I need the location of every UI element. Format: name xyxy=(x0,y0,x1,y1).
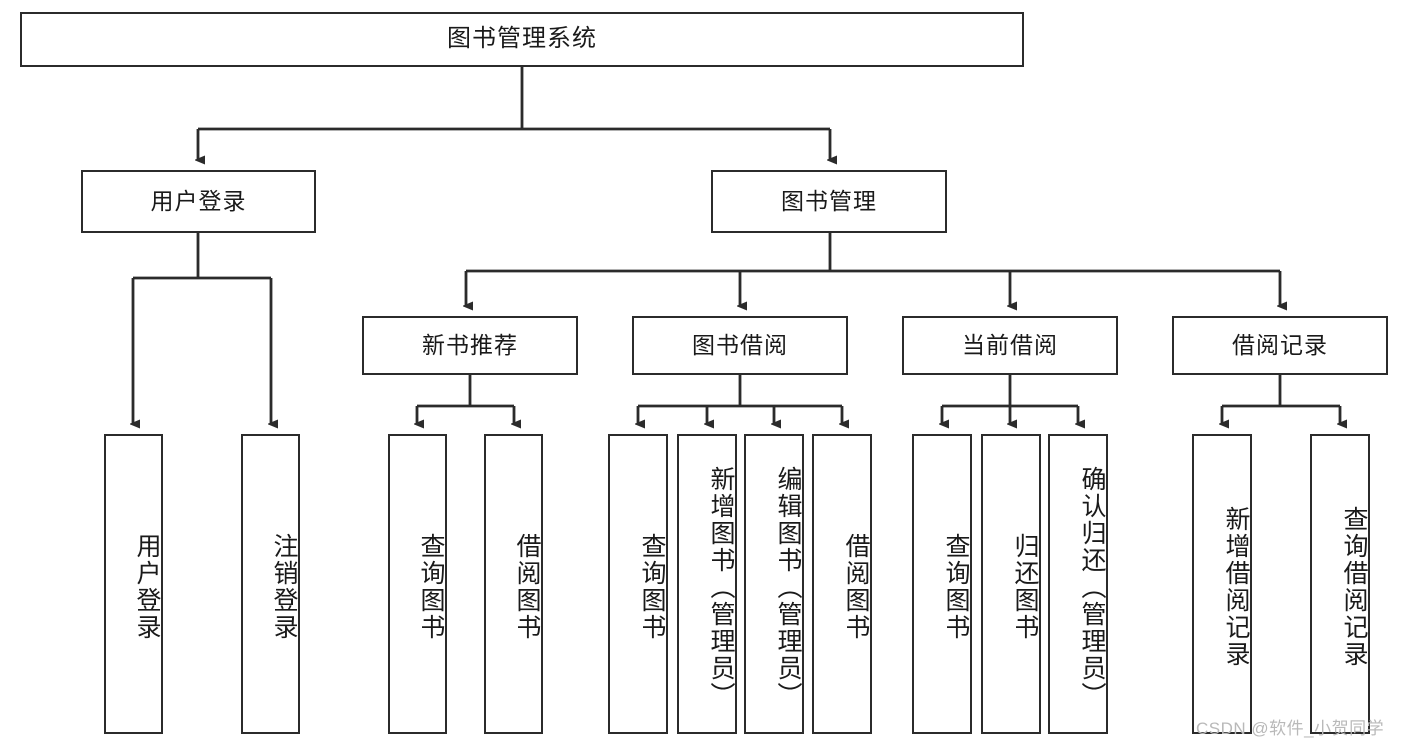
node-leaf-query-record-label: 查询借阅记录 xyxy=(1340,506,1368,668)
node-leaf-borrow-book-1[interactable]: 借阅图书 xyxy=(484,434,543,734)
node-leaf-query-book-2-label: 查询图书 xyxy=(638,533,666,641)
node-borrow-record-label: 借阅记录 xyxy=(1232,331,1328,358)
node-leaf-edit-book-label: 编辑图书（管理员） xyxy=(774,465,802,709)
node-book-manage[interactable]: 图书管理 xyxy=(711,170,947,233)
node-book-borrow[interactable]: 图书借阅 xyxy=(632,316,848,375)
watermark: CSDN @软件_小贺同学 xyxy=(1196,719,1385,738)
node-leaf-user-logout-label: 注销登录 xyxy=(270,533,298,641)
node-leaf-return-book[interactable]: 归还图书 xyxy=(981,434,1041,734)
node-leaf-return-book-label: 归还图书 xyxy=(1011,533,1039,641)
node-leaf-borrow-book-2-label: 借阅图书 xyxy=(842,533,870,641)
node-book-borrow-label: 图书借阅 xyxy=(692,331,788,358)
node-leaf-query-book-3-label: 查询图书 xyxy=(942,533,970,641)
node-leaf-user-login[interactable]: 用户登录 xyxy=(104,434,163,734)
node-new-book-recommend-label: 新书推荐 xyxy=(422,331,518,358)
node-borrow-record[interactable]: 借阅记录 xyxy=(1172,316,1388,375)
node-leaf-borrow-book-2[interactable]: 借阅图书 xyxy=(812,434,872,734)
node-book-manage-label: 图书管理 xyxy=(781,187,877,214)
node-new-book-recommend[interactable]: 新书推荐 xyxy=(362,316,578,375)
node-leaf-add-record-label: 新增借阅记录 xyxy=(1222,506,1250,668)
node-current-borrow-label: 当前借阅 xyxy=(962,331,1058,358)
node-leaf-query-book-3[interactable]: 查询图书 xyxy=(912,434,972,734)
node-leaf-user-login-label: 用户登录 xyxy=(133,533,161,641)
node-leaf-query-book-1-label: 查询图书 xyxy=(417,533,445,641)
node-leaf-query-book-2[interactable]: 查询图书 xyxy=(608,434,668,734)
node-leaf-user-logout[interactable]: 注销登录 xyxy=(241,434,300,734)
node-leaf-borrow-book-1-label: 借阅图书 xyxy=(513,533,541,641)
node-user-login-label: 用户登录 xyxy=(150,187,247,214)
node-leaf-query-record[interactable]: 查询借阅记录 xyxy=(1310,434,1370,734)
node-leaf-edit-book[interactable]: 编辑图书（管理员） xyxy=(744,434,804,734)
node-leaf-add-record[interactable]: 新增借阅记录 xyxy=(1192,434,1252,734)
node-leaf-add-book-label: 新增图书（管理员） xyxy=(707,465,735,709)
node-root-label: 图书管理系统 xyxy=(447,25,597,53)
node-leaf-confirm-return-label: 确认归还（管理员） xyxy=(1078,465,1106,709)
node-user-login[interactable]: 用户登录 xyxy=(81,170,316,233)
node-root[interactable]: 图书管理系统 xyxy=(20,12,1024,67)
node-current-borrow[interactable]: 当前借阅 xyxy=(902,316,1118,375)
node-leaf-query-book-1[interactable]: 查询图书 xyxy=(388,434,447,734)
node-leaf-add-book[interactable]: 新增图书（管理员） xyxy=(677,434,737,734)
node-leaf-confirm-return[interactable]: 确认归还（管理员） xyxy=(1048,434,1108,734)
